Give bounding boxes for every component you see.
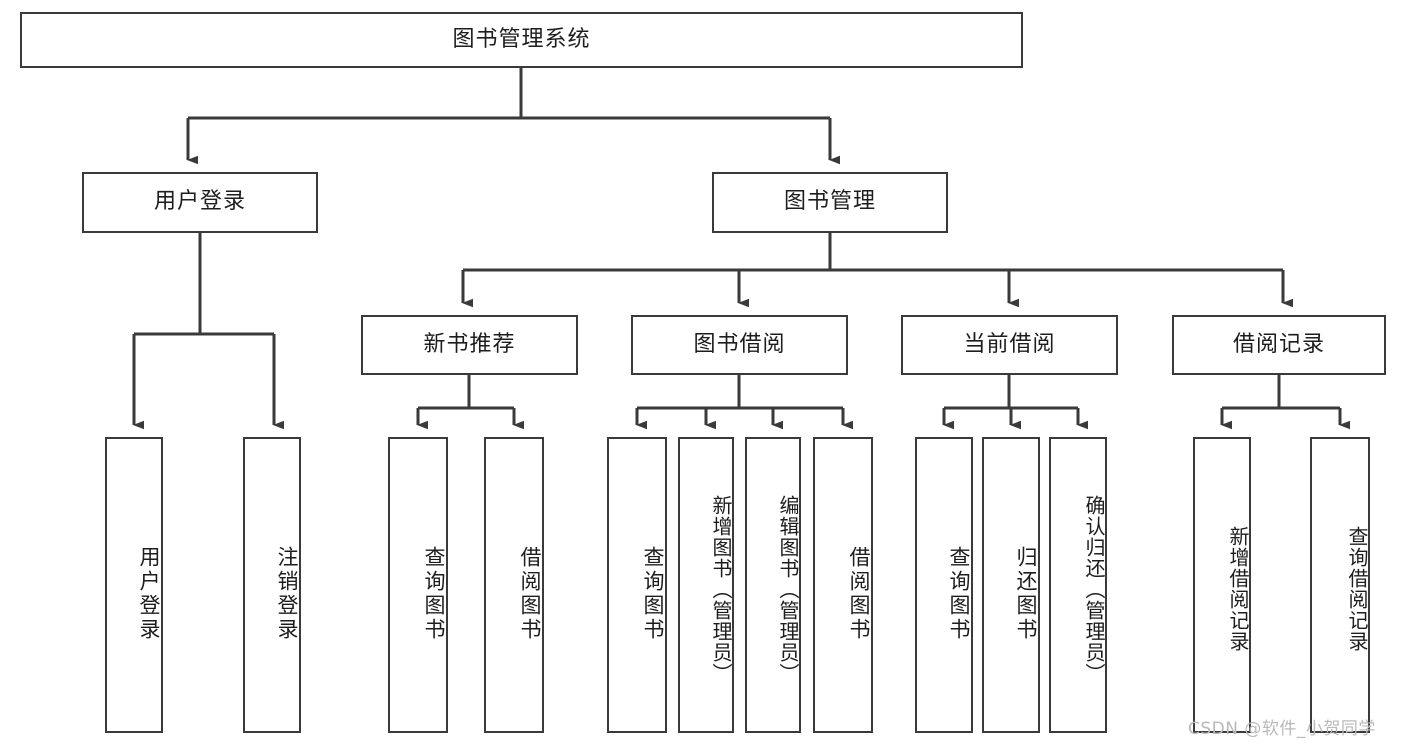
node-book-management[interactable]: 图书管理 xyxy=(712,172,948,233)
node-leaf-logout[interactable]: 注销登录 xyxy=(243,437,301,733)
node-leaf-query-borrow-record[interactable]: 查询借阅记录 xyxy=(1310,437,1370,733)
node-borrow-record[interactable]: 借阅记录 xyxy=(1172,315,1386,375)
node-current-borrow[interactable]: 当前借阅 xyxy=(901,315,1118,375)
node-leaf-query-book-current[interactable]: 查询图书 xyxy=(915,437,973,733)
csdn-watermark: CSDN @软件_小贺同学 xyxy=(1188,719,1376,739)
node-leaf-query-book-recommend[interactable]: 查询图书 xyxy=(388,437,448,733)
node-leaf-query-book-borrow[interactable]: 查询图书 xyxy=(607,437,667,733)
node-leaf-add-borrow-record[interactable]: 新增借阅记录 xyxy=(1193,437,1251,733)
node-leaf-add-book-admin[interactable]: 新增图书（管理员） xyxy=(678,437,734,733)
node-root-system[interactable]: 图书管理系统 xyxy=(20,12,1023,68)
node-leaf-borrow-book-recommend[interactable]: 借阅图书 xyxy=(484,437,544,733)
node-leaf-confirm-return-admin[interactable]: 确认归还（管理员） xyxy=(1049,437,1107,733)
node-leaf-borrow-book[interactable]: 借阅图书 xyxy=(813,437,873,733)
node-book-borrow[interactable]: 图书借阅 xyxy=(631,315,848,375)
node-user-login[interactable]: 用户登录 xyxy=(82,172,318,233)
node-leaf-return-book[interactable]: 归还图书 xyxy=(982,437,1040,733)
node-leaf-edit-book-admin[interactable]: 编辑图书（管理员） xyxy=(745,437,801,733)
node-leaf-user-login[interactable]: 用户登录 xyxy=(105,437,163,733)
node-new-book-recommend[interactable]: 新书推荐 xyxy=(361,315,578,375)
